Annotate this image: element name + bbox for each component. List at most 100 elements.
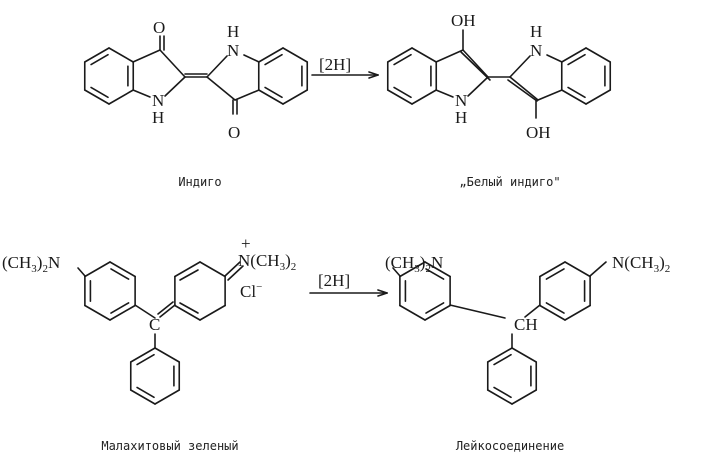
double-bond: [110, 302, 130, 314]
bond: [227, 265, 244, 281]
double-bond: [545, 268, 565, 280]
double-bond: [393, 53, 412, 66]
atom-oh: OH: [526, 123, 551, 142]
ring-bond: [386, 89, 413, 105]
bond: [164, 76, 186, 97]
ring-bond: [84, 261, 111, 278]
bond: [179, 302, 199, 314]
white-indigo-caption: „Белый индиго": [459, 175, 560, 189]
ring-bond: [108, 89, 135, 105]
bond: [546, 54, 563, 63]
ring-bond: [199, 304, 226, 321]
nme2-left: (CH3)2N: [385, 253, 443, 275]
double-bond: [110, 268, 130, 280]
ring-bond: [129, 389, 156, 405]
atom-h: H: [455, 108, 467, 127]
ring-bond: [154, 389, 181, 405]
ch-group: CH: [514, 315, 538, 334]
bond: [507, 79, 538, 102]
ring-bond: [424, 304, 451, 321]
arrow-head: [368, 74, 379, 79]
double-bond: [545, 302, 565, 314]
arrow-head: [377, 289, 388, 294]
ring-bond: [539, 261, 566, 278]
bond: [524, 304, 541, 318]
bond: [467, 76, 489, 97]
ring-bond: [424, 261, 451, 278]
ring-bond: [511, 347, 538, 363]
bond: [435, 49, 464, 63]
bond: [132, 89, 151, 98]
ring-bond: [411, 47, 438, 63]
bond: [462, 49, 489, 78]
ring-bond: [560, 89, 587, 105]
malachite-green-caption: Малахитовый зеленый: [101, 439, 238, 453]
atom-n: N: [455, 91, 467, 110]
ring-bond: [564, 261, 591, 278]
ring-bond: [399, 304, 426, 321]
leuco-caption: Лейкосоединение: [456, 439, 564, 453]
bond-lines: [77, 29, 612, 405]
ring-bond: [257, 47, 284, 63]
arrow-head: [368, 71, 379, 76]
bond: [206, 76, 236, 101]
double-bond: [567, 86, 586, 99]
ring-bond: [282, 89, 309, 105]
reagent-label: [2H]: [319, 55, 351, 74]
ring-bond: [585, 89, 612, 105]
bond: [159, 49, 186, 78]
ring-bond: [539, 304, 566, 321]
double-bond: [264, 53, 283, 66]
double-bond: [136, 386, 155, 399]
bond: [132, 49, 161, 63]
ring-bond: [386, 47, 413, 63]
bond: [157, 301, 174, 315]
double-bond: [567, 53, 586, 66]
ring-bond: [560, 47, 587, 63]
double-bond: [136, 353, 155, 366]
bond: [243, 54, 260, 63]
bond: [589, 261, 607, 277]
nme2-left: (CH3)2N: [2, 253, 60, 275]
ring-bond: [154, 347, 181, 363]
ring-bond: [109, 304, 136, 321]
bond: [537, 89, 563, 101]
ring-bond: [199, 261, 226, 278]
ring-bond: [564, 304, 591, 321]
nme2-right: N(CH3)2: [238, 251, 296, 273]
bond: [134, 304, 156, 319]
chloride: Cl−: [240, 281, 262, 301]
atom-oh: OH: [451, 11, 476, 30]
atom-n: N: [152, 91, 164, 110]
ring-bond: [282, 47, 309, 63]
ring-bond: [174, 304, 201, 321]
atom-h: H: [530, 22, 542, 41]
ring-bond: [486, 347, 513, 363]
ring-bond: [511, 389, 538, 405]
atom-h: H: [227, 22, 239, 41]
atom-o: O: [153, 18, 165, 37]
bond: [224, 261, 241, 277]
double-bond: [493, 386, 512, 399]
ring-bond: [174, 261, 201, 278]
bond: [509, 76, 539, 101]
ring-bond: [411, 89, 438, 105]
ring-bond: [486, 389, 513, 405]
ring-bond: [84, 304, 111, 321]
atom-h: H: [152, 108, 164, 127]
ring-bond: [83, 47, 110, 63]
double-bond: [493, 353, 512, 366]
double-bond: [90, 86, 109, 99]
bond: [206, 55, 228, 78]
bond: [509, 55, 531, 78]
ring-bond: [585, 47, 612, 63]
double-bond: [425, 302, 445, 314]
ring-bond: [257, 89, 284, 105]
arrow-head: [377, 292, 388, 297]
bond: [435, 89, 454, 98]
ring-bond: [83, 89, 110, 105]
bond: [159, 304, 176, 318]
bond: [449, 304, 506, 319]
